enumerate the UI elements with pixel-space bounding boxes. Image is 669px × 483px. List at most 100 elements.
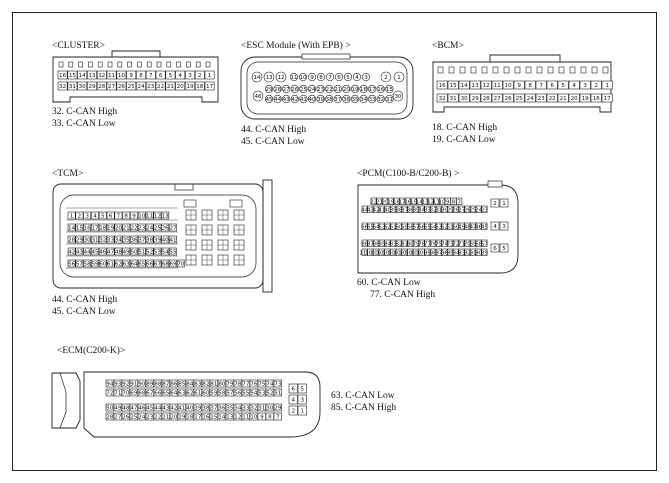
ecm-pin-cell [137,403,146,412]
ecm-pin-cell [225,379,234,388]
ecm-pin-cell [161,412,170,421]
pcm-pin-label: 35 [412,207,420,213]
esc-pin-cell [385,94,394,104]
ecm-pin-cell [129,403,138,412]
esc-pin-label: 3 [364,75,368,81]
pcm-pin-label: 4 [493,224,497,230]
ecm-pin-label: 53 [258,391,266,397]
tcm-pin-cell [114,247,123,256]
ecm-pin-cell [161,388,170,397]
esc-pin-cell [325,94,334,104]
cluster-lock-tab [117,61,123,68]
cluster-top-ticks [58,61,211,68]
pcm-pin-label: 82 [395,241,402,247]
ecm-pin-label: 62 [186,391,193,397]
tcm-pin-label: 55 [169,250,177,256]
pcm-pin-cell [430,222,437,230]
ecm-note-2: 85. C-CAN High [331,403,396,413]
esc-pin-label: 13 [265,75,273,81]
pcm-pin-label: 28 [452,207,460,213]
tcm-pin-label: 70 [177,262,185,268]
tcm-pin-cell [114,235,123,244]
ecm-pin-label: 77 [242,382,250,388]
pcm-pin-label: 18 [393,199,401,205]
pcm-pin-label: 107 [376,250,387,256]
ecm-pin-label: 89 [146,382,154,388]
pcm-pin-cell [490,198,500,208]
ecm-pin-label: 83 [194,382,202,388]
ecm-pin-label: 15 [210,415,218,421]
cluster-pin-label: 2 [198,73,202,79]
bcm-pin-label: 21 [560,96,568,102]
tcm-pin-cell [137,259,146,268]
pcm-pin-cell [382,197,389,205]
pcm-pin-cell [447,248,454,256]
pcm-pin-label: 75 [435,241,443,247]
ecm-pin-cell [145,379,154,388]
tcm-pin-cell [169,235,177,244]
pcm-pin-cell [412,248,419,256]
ecm-pin-cell [185,412,194,421]
cluster-pin-cell [106,81,117,91]
ecm-pin-label: 63 [178,391,186,397]
pcm-pin-label: 56 [418,224,426,230]
pcm-pin-cell [412,239,419,247]
esc-title: <ESC Module (With EPB) > [241,40,351,51]
tcm-pin-cell [176,259,185,268]
tcm-note-1: 44. C-CAN High [52,295,117,305]
bcm-pin-cell [458,80,470,90]
ecm-pin-label: 22 [154,415,161,421]
tcm-pin-cell [98,259,107,268]
pcm-pin-cell [401,205,408,213]
pcm-pin-label: 101 [411,250,422,256]
cluster-pin-cell [106,70,117,80]
bcm-pin-cell [579,93,591,103]
esc-pin-cell [380,71,392,83]
ecm-pin-label: 25 [130,415,138,421]
tcm-pin-label: 47 [107,250,115,256]
tcm-pin-cell [67,211,76,220]
ecm-pin-cell [113,412,122,421]
ecm-pin-label: 45 [146,406,154,412]
cluster-pin-label: 31 [69,84,77,90]
bcm-lock-tab [525,66,532,74]
esc-pin-cell [290,84,299,94]
ecm-pin-cell [145,403,154,412]
esc-pin-label: 14 [253,75,261,81]
pcm-pin-label: 91 [469,250,477,256]
tcm-pin-cell [106,259,115,268]
esc-pin-label: 30 [394,94,402,100]
pcm-pin-label: 88 [361,241,369,247]
esc-pin-label: 1 [397,75,401,81]
tcm-pin-cell [161,259,170,268]
ecm-pin-label: 78 [234,382,242,388]
ecm-pin-label: 59 [210,391,218,397]
ecm-pin-cell [185,403,194,412]
esc-pin-label: 21 [334,87,342,93]
ecm-pin-cell [273,388,282,397]
tcm-pin-label: 36 [130,238,138,244]
ecm-pin-cell [241,403,250,412]
pcm-pin-label: 95 [447,250,455,256]
ecm-title: <ECM(C200-K)> [57,345,125,356]
pcm-pin-label: 87 [367,241,375,247]
pcm-pin-cell [469,248,476,256]
pcm-pin-cell [373,248,380,256]
pcm-pin-label: 77 [424,241,432,247]
esc-pin-label: 45 [265,97,273,103]
bcm-lock-tab [580,66,587,74]
pcm-pin-label: 34 [418,207,426,213]
bcm-pin-label: 26 [505,96,513,102]
ecm-pin-label: 64 [170,391,178,397]
ecm-housing [83,371,321,438]
ecm-pin-cell [209,412,218,421]
tcm-pin-label: 51 [138,250,146,256]
pcm-pin-label: 14 [416,199,424,205]
ecm-pin-label: 13 [226,415,234,421]
ecm-pin-cell [217,388,226,397]
